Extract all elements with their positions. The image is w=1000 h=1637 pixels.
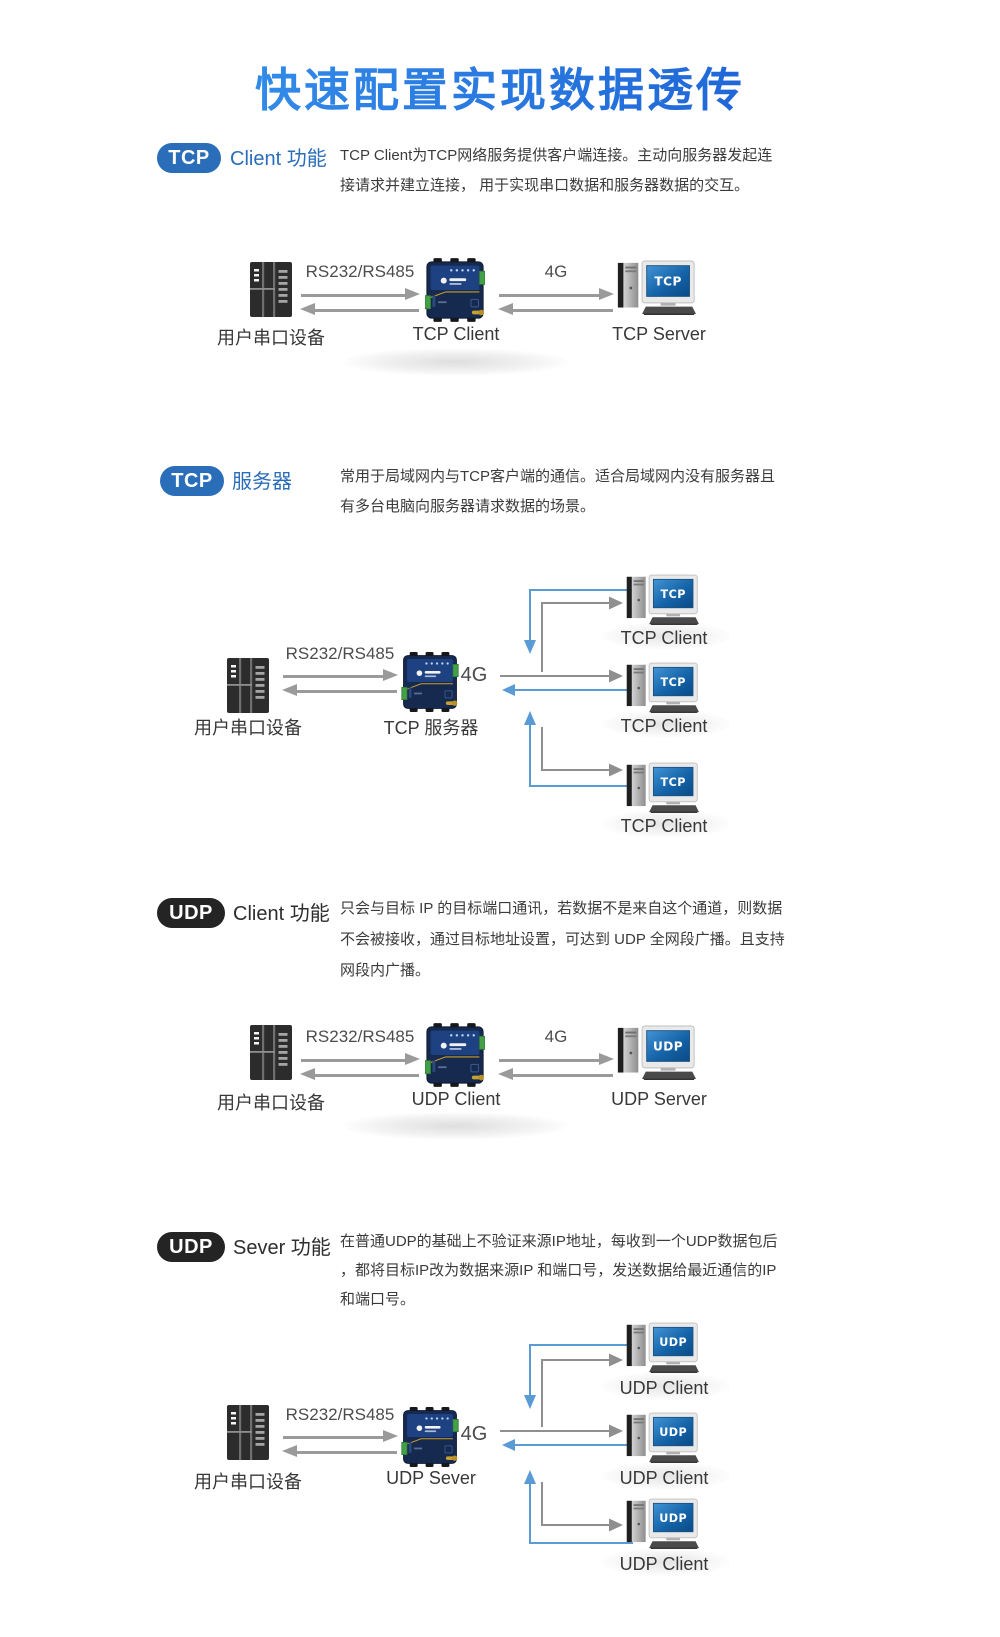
desc-line: 不会被接收，通过目标地址设置，可达到 UDP 全网段广播。且支持 xyxy=(340,931,785,948)
arrow-left-icon xyxy=(498,1068,614,1082)
arrow-left-icon xyxy=(300,303,420,317)
udp-client-section-title: Client 功能 xyxy=(233,903,330,925)
udp-server-badge: UDP xyxy=(157,1232,225,1262)
server-rack-icon xyxy=(250,262,292,317)
serial-device-label: 用户串口设备 xyxy=(217,1093,325,1113)
desc-line: 有多台电脑向服务器请求数据的场景。 xyxy=(340,498,596,515)
desc-line: 在普通UDP的基础上不验证来源IP地址，每收到一个UDP数据包后 xyxy=(340,1233,778,1250)
dtu-device-icon xyxy=(425,1023,485,1087)
tcp-server-badge: TCP xyxy=(160,466,224,496)
tcp-server-section-title: 服务器 xyxy=(232,471,292,493)
serial-link-label: RS232/RS485 xyxy=(285,644,395,663)
fanout-arrows xyxy=(500,1344,633,1544)
arrow-right-icon xyxy=(300,1053,420,1067)
arrow-left-icon xyxy=(282,1445,398,1459)
computer-icon: UDP xyxy=(625,1412,699,1464)
pc-screen-label: TCP xyxy=(661,776,686,789)
server-rack-icon xyxy=(250,1025,292,1080)
desc-line: 网段内广播。 xyxy=(340,962,431,979)
arrow-right-icon xyxy=(498,288,614,302)
desc-line: 只会与目标 IP 的目标端口通讯，若数据不是来自这个通道，则数据 xyxy=(340,900,783,917)
pc-screen-label: UDP xyxy=(659,1512,687,1525)
serial-link-label: RS232/RS485 xyxy=(285,1405,395,1424)
dtu-mode-label: UDP Sever xyxy=(386,1468,476,1488)
pc-screen-label: UDP xyxy=(659,1426,687,1439)
serial-link-label: RS232/RS485 xyxy=(305,262,415,281)
fanout-arrows xyxy=(500,589,633,787)
tcp-client-desc: TCP Client为TCP网络服务提供客户端连接。主动向服务器发起连 接请求并… xyxy=(340,141,772,201)
udp-server-desc: 在普通UDP的基础上不验证来源IP地址，每收到一个UDP数据包后 ，都将目标IP… xyxy=(340,1227,778,1314)
pc-screen-label: UDP xyxy=(653,1040,683,1054)
desc-line: 接请求并建立连接， 用于实现串口数据和服务器数据的交互。 xyxy=(340,177,750,194)
client-label: TCP Client xyxy=(620,716,708,736)
peer-label: UDP Server xyxy=(611,1089,707,1109)
arrow-left-icon xyxy=(300,1068,420,1082)
udp-server-section-title: Sever 功能 xyxy=(233,1237,331,1259)
desc-line: 常用于局域网内与TCP客户端的通信。适合局域网内没有服务器且 xyxy=(340,468,776,485)
tcp-client-badge: TCP xyxy=(157,143,221,173)
dtu-device-icon xyxy=(400,1407,460,1467)
client-shadow xyxy=(601,810,731,838)
computer-icon: UDP xyxy=(616,1025,696,1081)
arrow-left-icon xyxy=(282,684,398,698)
device-floor-shadow xyxy=(340,1112,570,1140)
wan-link-label: 4G xyxy=(460,664,488,686)
client-shadow xyxy=(601,622,731,650)
tcp-client-section-title: Client 功能 xyxy=(230,148,327,170)
tcp-server-desc: 常用于局域网内与TCP客户端的通信。适合局域网内没有服务器且 有多台电脑向服务器… xyxy=(340,462,775,522)
server-rack-icon xyxy=(227,1405,269,1460)
server-rack-icon xyxy=(227,658,269,713)
udp-client-badge: UDP xyxy=(157,898,225,928)
computer-icon: TCP xyxy=(625,574,699,626)
udp-client-desc: 只会与目标 IP 的目标端口通讯，若数据不是来自这个通道，则数据 不会被接收，通… xyxy=(340,893,785,986)
client-label: UDP Client xyxy=(619,1378,709,1398)
dtu-device-icon xyxy=(425,258,485,322)
serial-device-label: 用户串口设备 xyxy=(194,718,302,738)
pc-screen-label: TCP xyxy=(654,275,681,289)
client-shadow xyxy=(601,1548,731,1576)
arrow-left-icon xyxy=(498,303,614,317)
computer-icon: TCP xyxy=(625,762,699,814)
client-shadow xyxy=(601,710,731,738)
pc-screen-label: UDP xyxy=(659,1336,687,1349)
computer-icon: TCP xyxy=(625,662,699,714)
desc-line: 和端口号。 xyxy=(340,1291,416,1308)
serial-device-label: 用户串口设备 xyxy=(217,328,325,348)
arrow-right-icon xyxy=(282,1430,398,1444)
serial-link-label: RS232/RS485 xyxy=(305,1027,415,1046)
dtu-mode-label: TCP 服务器 xyxy=(383,718,479,738)
device-floor-shadow xyxy=(340,348,570,376)
client-label: TCP Client xyxy=(620,816,708,836)
arrow-right-icon xyxy=(300,288,420,302)
wan-link-label: 4G xyxy=(460,1423,488,1445)
arrow-right-icon xyxy=(282,669,398,683)
computer-icon: UDP xyxy=(625,1498,699,1550)
serial-device-label: 用户串口设备 xyxy=(194,1472,302,1492)
computer-icon: TCP xyxy=(616,260,696,316)
desc-line: ，都将目标IP改为数据来源IP 和端口号，发送数据给最近通信的IP xyxy=(340,1262,777,1279)
pc-screen-label: TCP xyxy=(661,676,686,689)
wan-link-label: 4G xyxy=(544,262,568,281)
client-shadow xyxy=(601,1372,731,1400)
peer-label: TCP Server xyxy=(612,324,706,344)
wan-link-label: 4G xyxy=(544,1027,568,1046)
dtu-device-icon xyxy=(400,652,460,712)
dtu-mode-label: TCP Client xyxy=(412,324,500,344)
computer-icon: UDP xyxy=(625,1322,699,1374)
page-title: 快速配置实现数据透传 xyxy=(0,54,1000,120)
client-label: UDP Client xyxy=(619,1554,709,1574)
client-label: UDP Client xyxy=(619,1468,709,1488)
client-shadow xyxy=(601,1462,731,1490)
arrow-right-icon xyxy=(498,1053,614,1067)
pc-screen-label: TCP xyxy=(661,588,686,601)
client-label: TCP Client xyxy=(620,628,708,648)
desc-line: TCP Client为TCP网络服务提供客户端连接。主动向服务器发起连 xyxy=(340,147,773,164)
dtu-mode-label: UDP Client xyxy=(411,1089,501,1109)
